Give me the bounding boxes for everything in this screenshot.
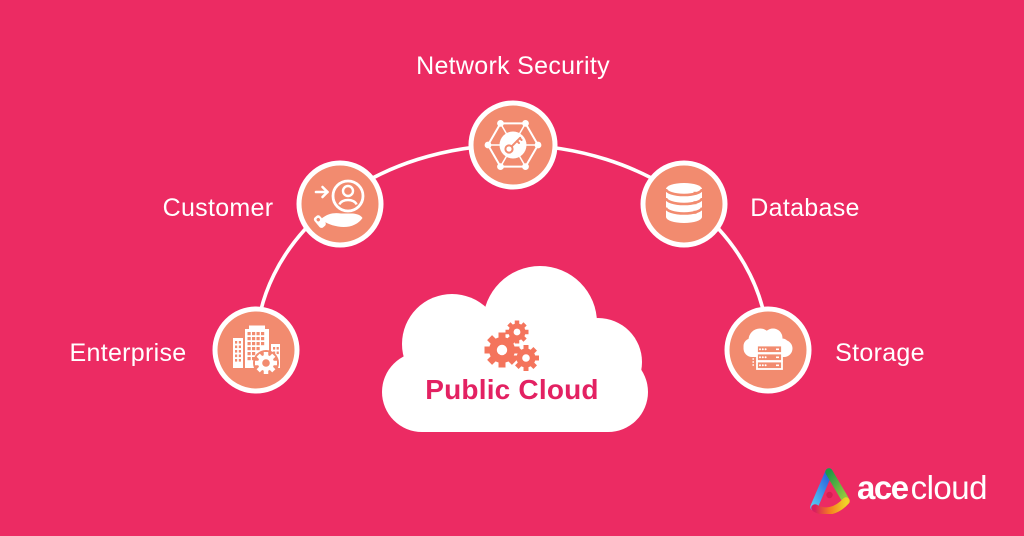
public-cloud-title: Public Cloud [425,374,599,405]
acecloud-triangle-mark-icon [810,468,850,514]
customer-handover-icon [313,179,365,228]
database-cylinder-icon [664,183,704,223]
brand-text-bold: ace [857,469,909,506]
gears-icon [484,320,539,371]
enterprise-label: Enterprise [69,339,187,367]
public-cloud-shape [382,266,648,432]
enterprise-node [212,306,300,394]
storage-node [724,306,812,394]
cloud-server-storage-icon [743,328,793,370]
database-node [640,160,728,248]
enterprise-buildings-icon [233,325,280,376]
network-security-node [468,100,558,190]
storage-label: Storage [835,339,925,367]
customer-node [296,160,384,248]
network-security-label: Network Security [416,52,610,80]
building-gear-icon [253,350,279,376]
customer-label: Customer [162,194,274,222]
database-label: Database [750,194,860,222]
network-security-key-icon [484,120,542,170]
brand-text-light: cloud [910,469,988,506]
